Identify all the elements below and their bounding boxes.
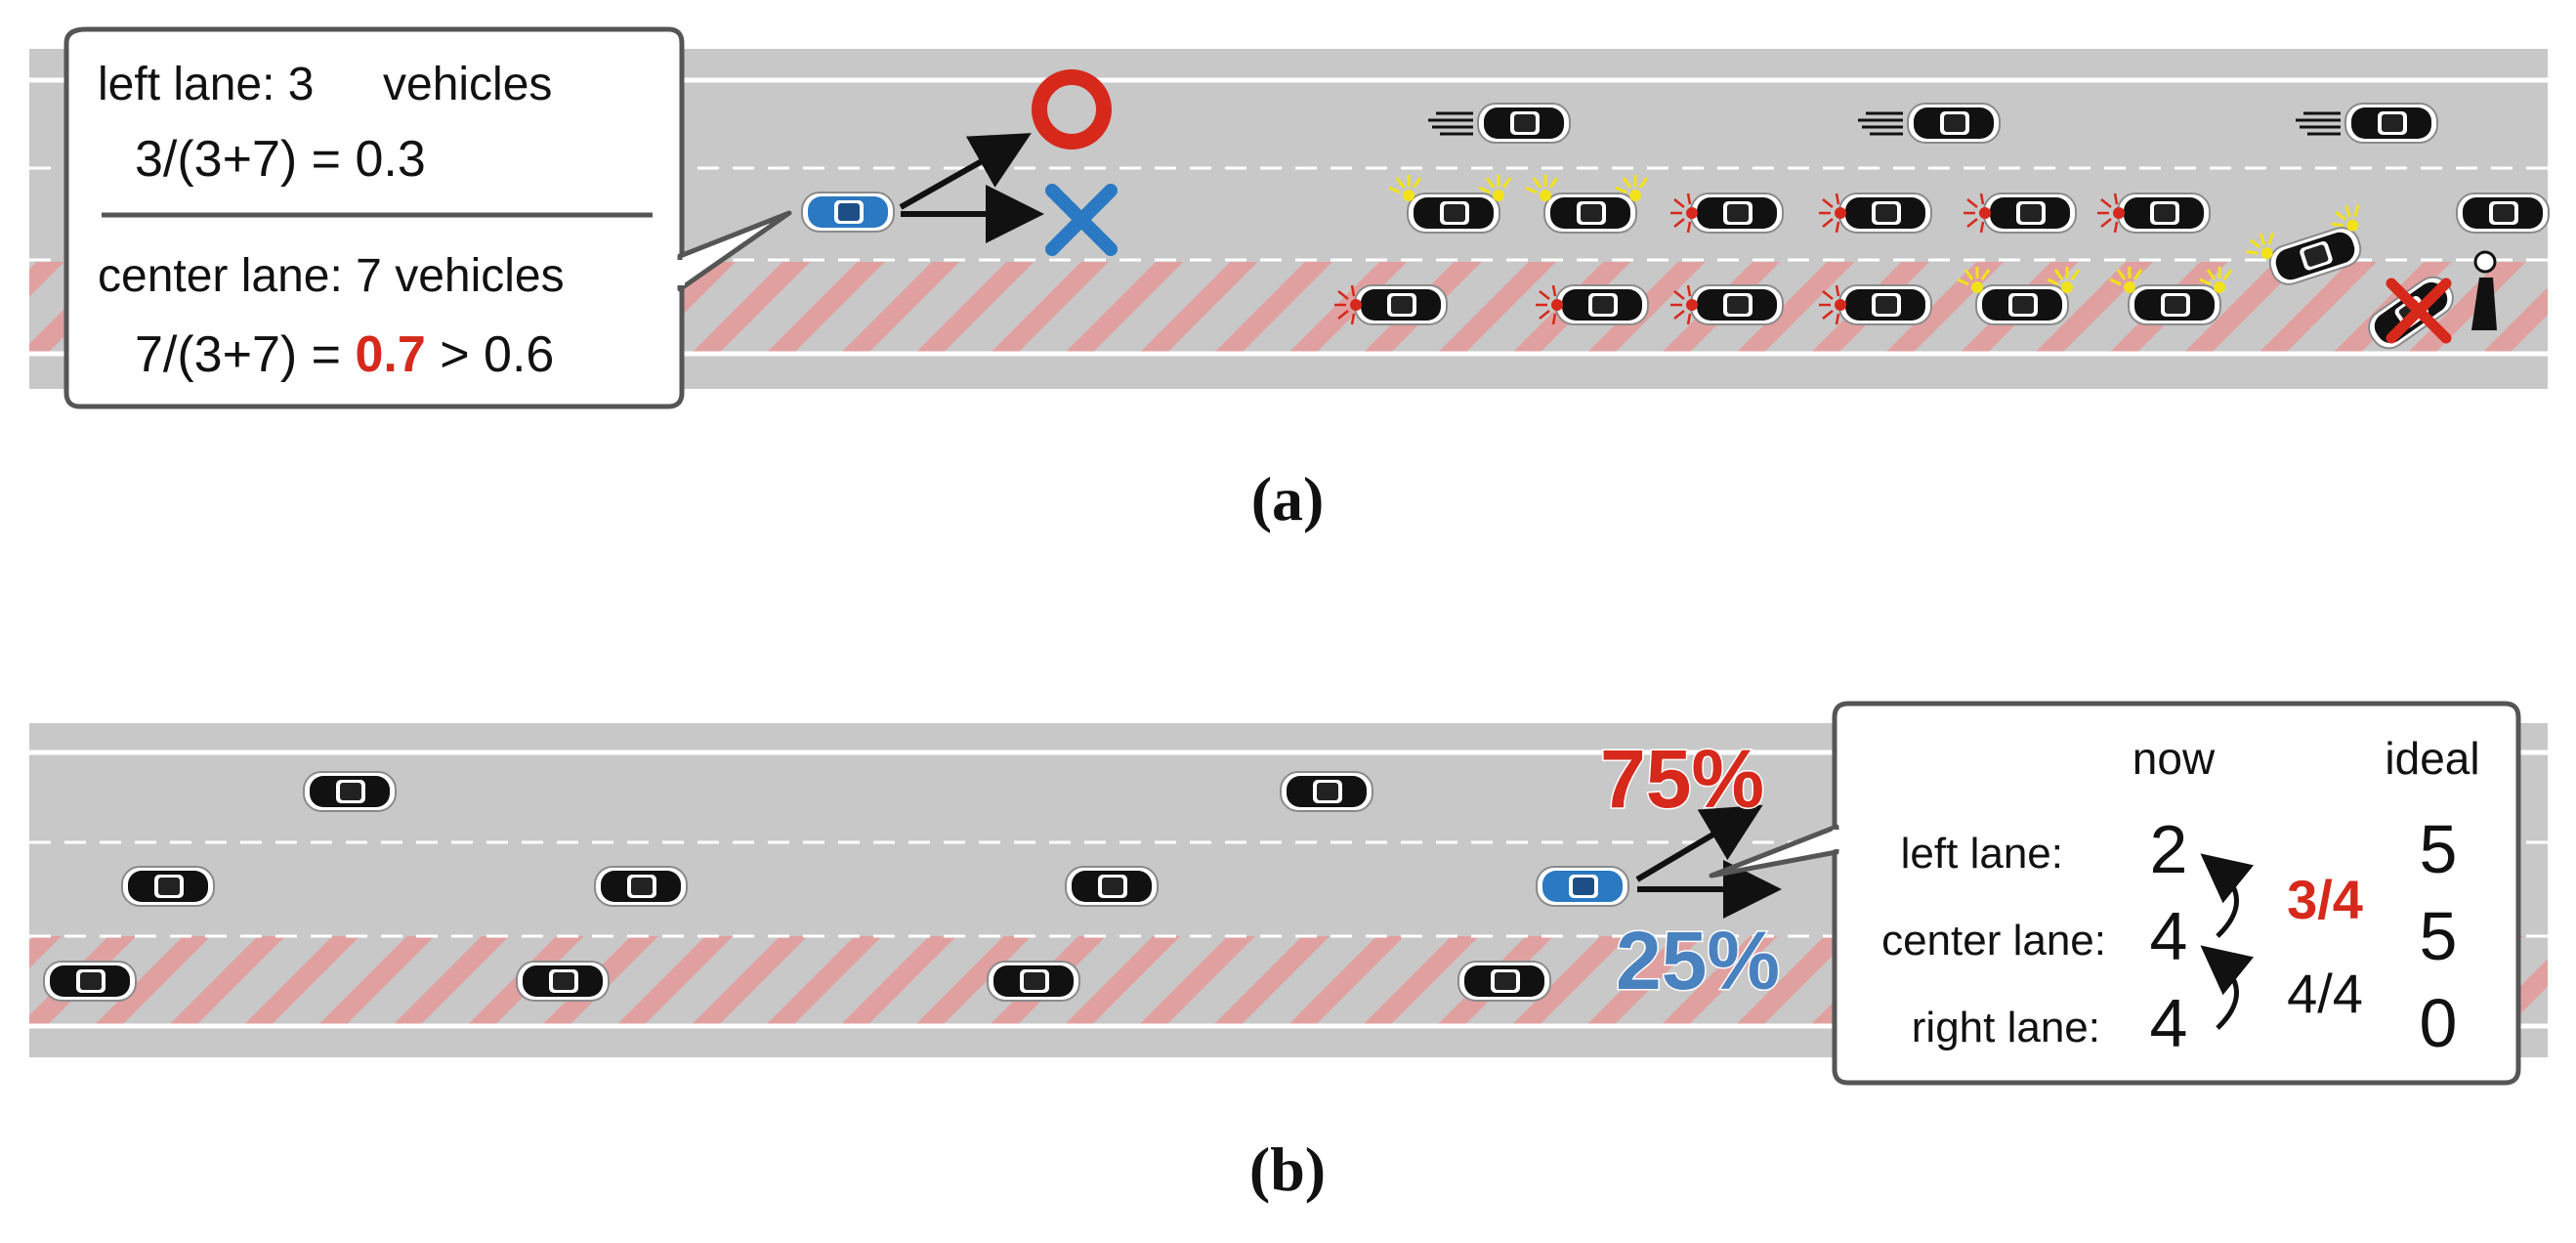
- car-icon: [1354, 284, 1448, 325]
- center-lane-ratio: 7/(3+7) = 0.7 > 0.6: [135, 326, 554, 383]
- car-icon: [121, 866, 215, 907]
- car-icon: [1838, 284, 1932, 325]
- car-icon: [1838, 193, 1932, 234]
- car-icon: [1555, 284, 1649, 325]
- ego-car-icon: [801, 192, 895, 233]
- pct-left-lane: 75%: [1600, 733, 1764, 825]
- callout-b: now ideal left lane: 2 5 center lane: 4 …: [1709, 701, 2521, 1086]
- car-icon: [1983, 193, 2077, 234]
- arrow-left-lane: [899, 133, 1032, 210]
- caption-a: (a): [1251, 464, 1325, 534]
- driver-icon: [2471, 250, 2497, 330]
- row-center-now: 4: [2150, 898, 2188, 974]
- car-icon: [1280, 771, 1373, 812]
- arrow-left-lane: [1635, 804, 1763, 882]
- left-lane-count: left lane: 3: [98, 59, 314, 110]
- circle-ok-icon: [1032, 69, 1112, 150]
- curved-arrow-icon: [2200, 945, 2255, 1030]
- car-icon: [1407, 193, 1500, 234]
- car-icon: [516, 961, 610, 1002]
- col-now: now: [2133, 733, 2216, 784]
- pct-center-lane: 25%: [1616, 915, 1780, 1007]
- curved-arrow-icon: [2200, 853, 2255, 938]
- cross-ng-icon: [1045, 184, 1118, 256]
- ratio-top: 3/4: [2287, 869, 2363, 930]
- blocked-cross-icon: [2386, 278, 2452, 344]
- car-icon: [2128, 284, 2221, 325]
- ratio-bottom: 4/4: [2287, 963, 2363, 1024]
- left-lane-ratio: 3/(3+7) = 0.3: [135, 131, 426, 188]
- car-icon: [987, 961, 1080, 1002]
- right-lane-vehicles: [1332, 200, 2497, 357]
- row-left-label: left lane:: [1901, 830, 2063, 878]
- col-ideal: ideal: [2385, 733, 2479, 784]
- row-left-ideal: 5: [2420, 811, 2458, 887]
- row-center-label: center lane:: [1881, 917, 2106, 964]
- car-icon: [1975, 284, 2069, 325]
- car-icon: [1477, 103, 1571, 144]
- row-center-ideal: 5: [2420, 898, 2458, 974]
- car-icon: [1065, 866, 1159, 907]
- center-lane-count: center lane: 7 vehicles: [98, 250, 565, 302]
- car-icon: [1457, 961, 1551, 1002]
- car-icon: [1543, 193, 1637, 234]
- car-icon: [594, 866, 688, 907]
- row-right-now: 4: [2150, 985, 2188, 1061]
- car-icon: [1690, 284, 1784, 325]
- car-icon: [2344, 103, 2438, 144]
- car-icon: [43, 961, 137, 1002]
- caption-b: (b): [1249, 1135, 1326, 1204]
- car-icon: [303, 771, 397, 812]
- row-right-ideal: 0: [2420, 985, 2458, 1061]
- car-icon: [2117, 193, 2211, 234]
- ego-car-icon: [1536, 866, 1629, 907]
- car-icon: [1690, 193, 1784, 234]
- row-right-label: right lane:: [1912, 1004, 2100, 1051]
- left-lane-unit: vehicles: [383, 59, 552, 110]
- callout-a: left lane: 3 vehicles 3/(3+7) = 0.3 cent…: [63, 26, 792, 409]
- row-left-now: 2: [2150, 811, 2188, 887]
- car-icon: [2456, 193, 2550, 234]
- car-icon: [1907, 103, 2001, 144]
